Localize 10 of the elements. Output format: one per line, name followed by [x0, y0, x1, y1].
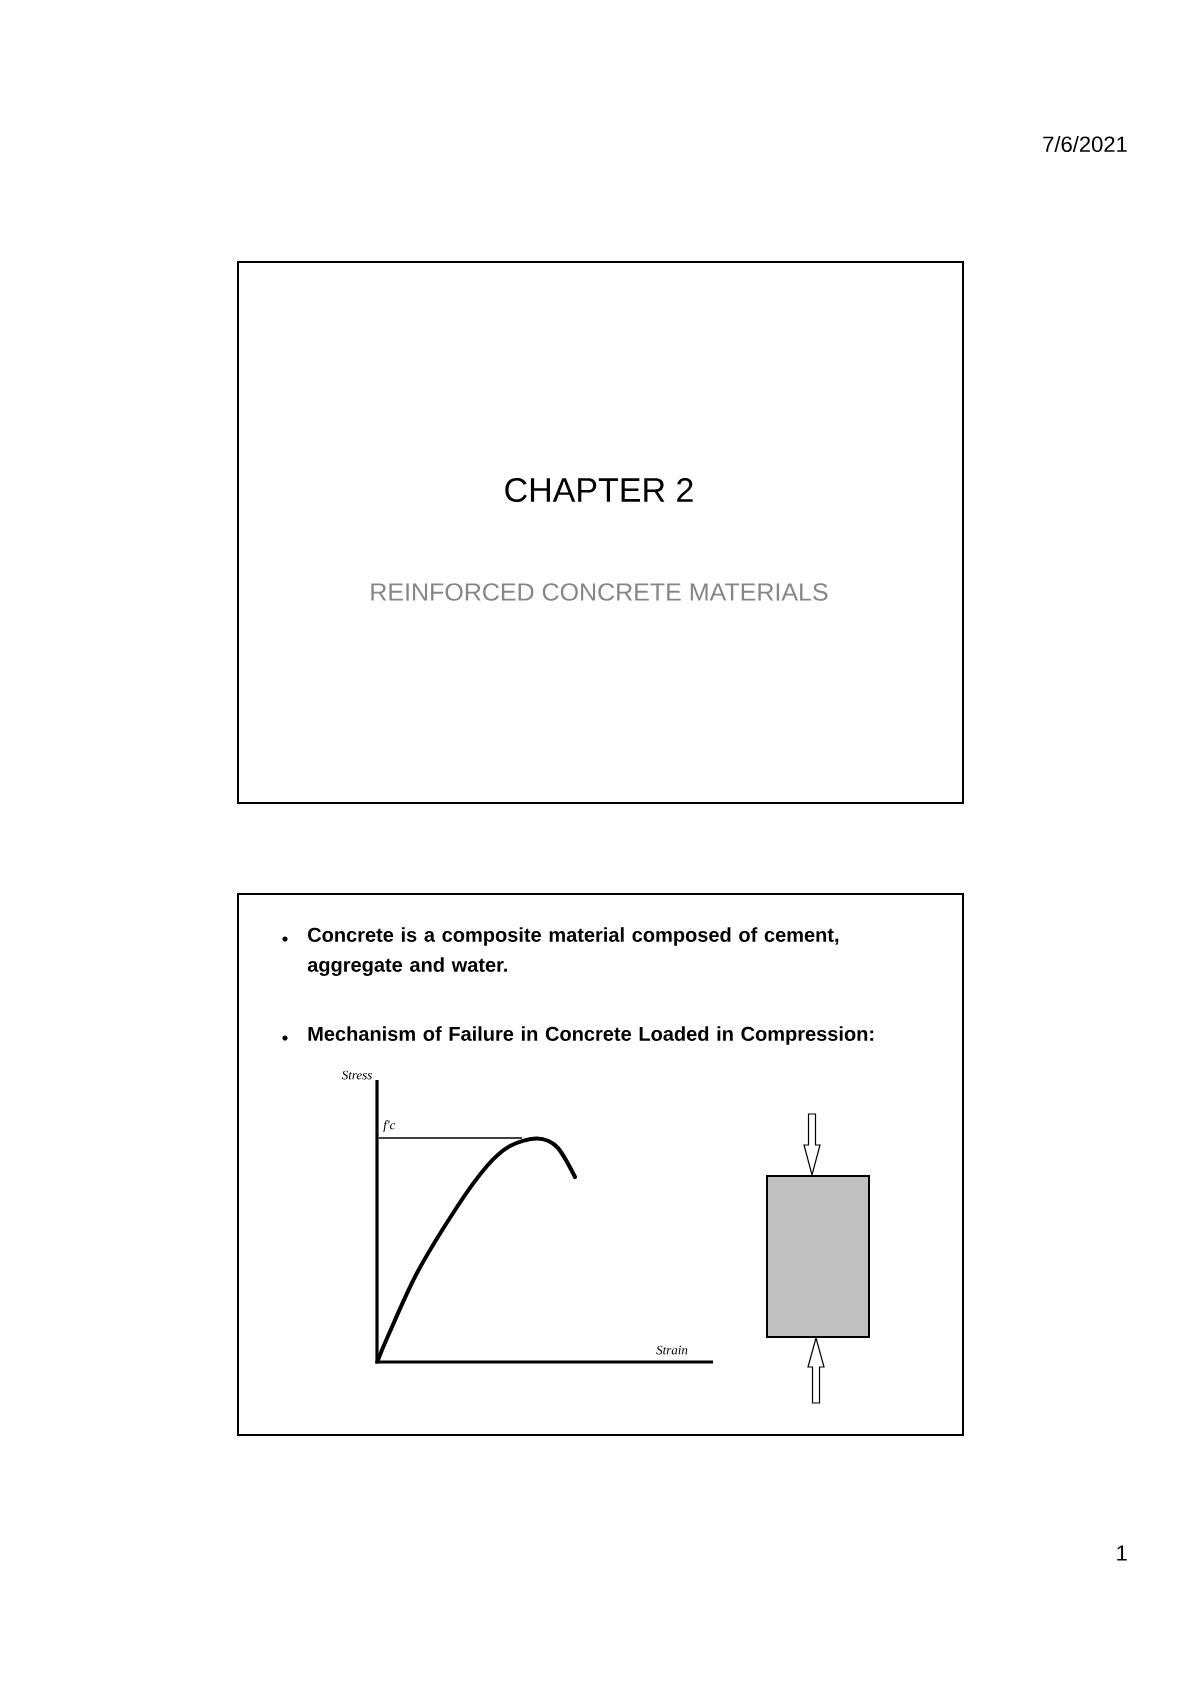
peak-stress-label: f'c [383, 1120, 396, 1132]
axis-label: Stress [341, 1070, 372, 1080]
chapter-title: CHAPTER 2 [505, 478, 693, 503]
bullet-text: Concrete is a composite material composed of cement, aggregate and water. [307, 927, 839, 976]
bullet-text: Mechanism of Failure in Concrete Loaded in Compression: [308, 1026, 874, 1045]
date-text: 7/6/2021 [1043, 135, 1127, 153]
subtitle: REINFORCED CONCRETE MATERIALS [371, 583, 828, 601]
axis-label: Strain [656, 1345, 688, 1355]
page-number: 1 [1117, 1545, 1127, 1561]
concrete-specimen [766, 1175, 870, 1338]
